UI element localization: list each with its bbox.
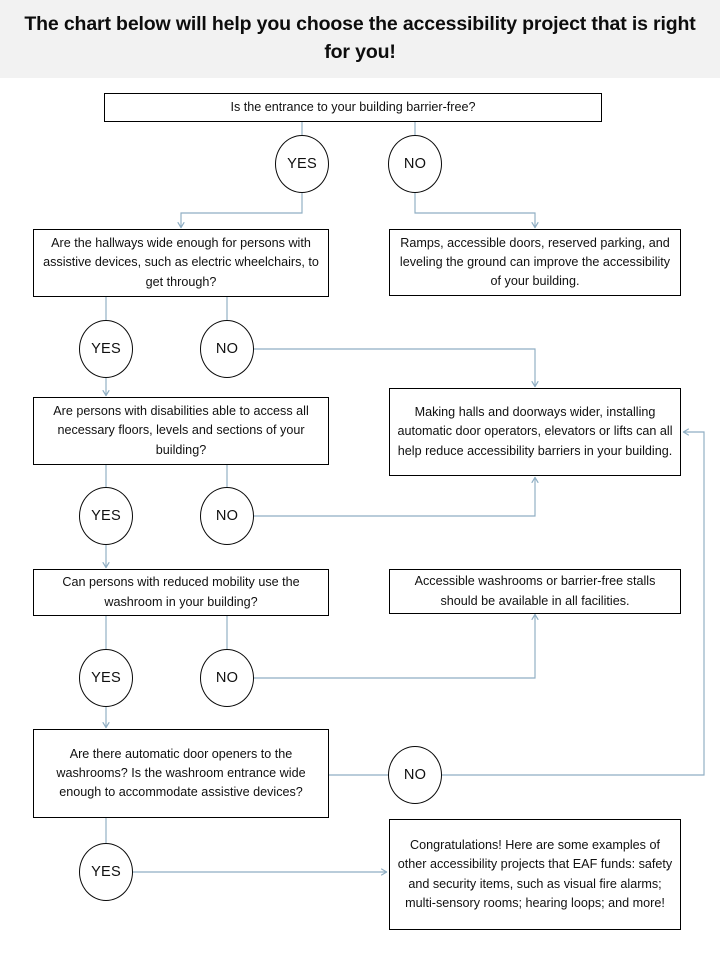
decision-yes-floors-label: YES bbox=[91, 507, 121, 524]
wire-q1no-to-a1 bbox=[414, 193, 539, 229]
answer-box-congratulations-text: Congratulations! Here are some examples … bbox=[397, 838, 673, 910]
decision-no-floors-label: NO bbox=[215, 507, 239, 524]
wire-q1yes-to-q2 bbox=[177, 193, 303, 229]
page-title: The chart below will help you choose the… bbox=[24, 13, 696, 63]
wire-q2no-to-a2 bbox=[254, 348, 539, 388]
question-box-door-openers[interactable]: Are there automatic door openers to the … bbox=[33, 729, 329, 818]
decision-no-door-openers-label: NO bbox=[403, 766, 427, 783]
decision-no-washroom-label: NO bbox=[215, 669, 239, 686]
answer-box-ramps[interactable]: Ramps, accessible doors, reserved parkin… bbox=[389, 229, 681, 296]
question-box-hallways[interactable]: Are the hallways wide enough for persons… bbox=[33, 229, 329, 297]
question-box-washroom[interactable]: Can persons with reduced mobility use th… bbox=[33, 569, 329, 616]
decision-no-door-openers[interactable]: NO bbox=[388, 746, 442, 804]
question-box-entrance-text: Is the entrance to your building barrier… bbox=[230, 99, 476, 114]
question-box-door-openers-text: Are there automatic door openers to the … bbox=[56, 746, 306, 800]
decision-no-hallways[interactable]: NO bbox=[200, 320, 254, 378]
decision-yes-washroom-label: YES bbox=[91, 669, 121, 686]
decision-no-entrance-label: NO bbox=[403, 155, 427, 172]
question-box-floors[interactable]: Are persons with disabilities able to ac… bbox=[33, 397, 329, 465]
question-box-hallways-text: Are the hallways wide enough for persons… bbox=[43, 236, 319, 289]
decision-yes-hallways[interactable]: YES bbox=[79, 320, 133, 378]
decision-yes-hallways-label: YES bbox=[91, 340, 121, 357]
page-title-banner: The chart below will help you choose the… bbox=[0, 0, 720, 78]
decision-no-hallways-label: NO bbox=[215, 340, 239, 357]
answer-box-congratulations[interactable]: Congratulations! Here are some examples … bbox=[389, 819, 681, 930]
decision-yes-entrance-label: YES bbox=[287, 155, 317, 172]
answer-box-making-halls-text: Making halls and doorways wider, install… bbox=[397, 405, 673, 458]
answer-box-accessible-washrooms[interactable]: Accessible washrooms or barrier-free sta… bbox=[389, 569, 681, 614]
decision-no-washroom[interactable]: NO bbox=[200, 649, 254, 707]
question-box-floors-text: Are persons with disabilities able to ac… bbox=[53, 404, 309, 457]
decision-yes-washroom[interactable]: YES bbox=[79, 649, 133, 707]
question-box-entrance[interactable]: Is the entrance to your building barrier… bbox=[104, 93, 602, 122]
decision-yes-door-openers[interactable]: YES bbox=[79, 843, 133, 901]
decision-yes-floors[interactable]: YES bbox=[79, 487, 133, 545]
answer-box-making-halls[interactable]: Making halls and doorways wider, install… bbox=[389, 388, 681, 476]
decision-yes-entrance[interactable]: YES bbox=[275, 135, 329, 193]
wire-q3no-to-a2 bbox=[254, 476, 539, 517]
decision-yes-door-openers-label: YES bbox=[91, 863, 121, 880]
question-box-washroom-text: Can persons with reduced mobility use th… bbox=[62, 575, 300, 609]
answer-box-accessible-washrooms-text: Accessible washrooms or barrier-free sta… bbox=[414, 574, 656, 608]
decision-no-floors[interactable]: NO bbox=[200, 487, 254, 545]
wire-q4no-to-a3 bbox=[254, 613, 539, 679]
decision-no-entrance[interactable]: NO bbox=[388, 135, 442, 193]
answer-box-ramps-text: Ramps, accessible doors, reserved parkin… bbox=[399, 235, 671, 289]
